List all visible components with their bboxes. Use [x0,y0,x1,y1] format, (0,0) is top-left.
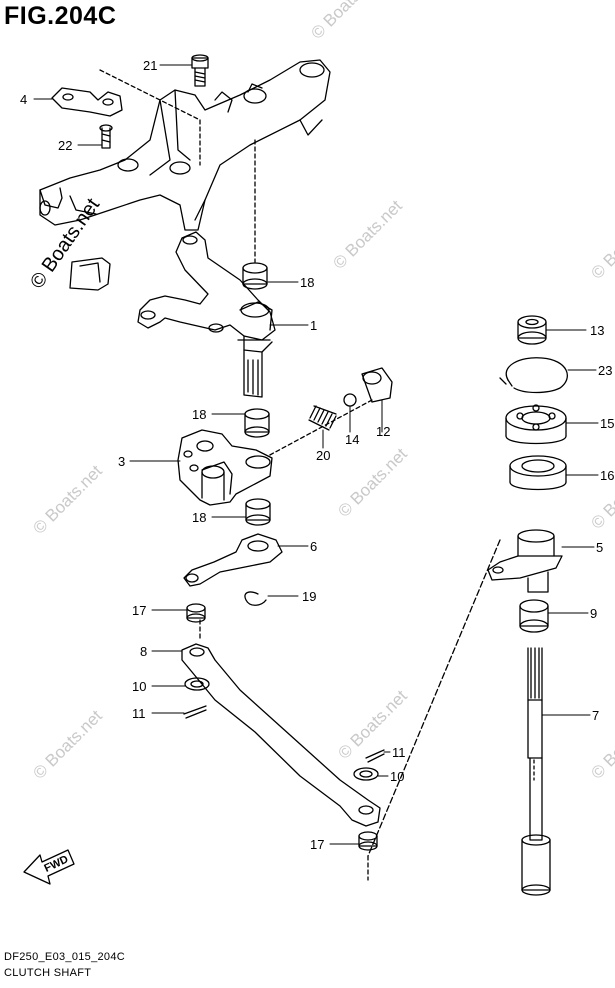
callout-18-b: 18 [192,407,206,422]
callout-5: 5 [596,540,603,555]
callout-23: 23 [598,363,612,378]
footer-diagram-name: CLUTCH SHAFT [4,967,92,979]
callout-labels: 21 4 22 18 1 13 23 15 16 18 3 20 14 12 1… [20,58,614,852]
part-23-snap-ring-ends [499,377,513,387]
watermark-main: © Boats.net [26,194,104,293]
callout-21: 21 [143,58,157,73]
part-5-holder [487,529,563,593]
watermark-5: © Boats.net [29,706,106,783]
part-22-screw [99,124,113,149]
callout-19: 19 [302,589,316,604]
callout-11-b: 11 [392,745,406,760]
watermark-3: © Boats.net [334,444,411,521]
part-17-bushing-upper [186,603,206,623]
part-12-sleeve [361,367,393,403]
callout-6: 6 [310,539,317,554]
watermark-1: © Boats.net [307,0,384,43]
part-18-collar-mid [244,408,270,438]
part-18-collar-lower [245,498,271,526]
callout-1: 1 [310,318,317,333]
callout-16: 16 [600,468,614,483]
part-3-cam-block [177,429,273,506]
wire-clip [69,257,111,291]
part-11-pin-lower [365,749,385,763]
callout-8: 8 [140,644,147,659]
callout-17-b: 17 [310,837,324,852]
callout-11-a: 11 [132,706,146,721]
footer-diagram-code: DF250_E03_015_204C [4,951,125,963]
part-4-clip-plate [51,87,123,117]
callout-15: 15 [600,416,614,431]
watermark-2: © Boats.net [329,196,406,273]
callout-12: 12 [376,424,390,439]
callout-18-c: 18 [192,510,206,525]
part-10-washer-upper [184,677,210,691]
callout-9: 9 [590,606,597,621]
figure-title: FIG.204C [4,2,117,30]
part-15-bearing [505,404,567,445]
part-10-washer-lower [353,767,379,781]
callout-14: 14 [345,432,359,447]
watermark-4: © Boats.net [29,461,106,538]
part-6-lever [183,533,283,587]
callout-13: 13 [590,323,604,338]
part-21-bolt [191,54,209,87]
callout-17-a: 17 [132,603,146,618]
callout-4: 4 [20,92,27,107]
callout-10-a: 10 [132,679,146,694]
watermark-7: © Boats.net [587,206,615,283]
part-23-snap-ring [505,357,568,394]
part-9-bushing [519,599,549,633]
callout-22: 22 [58,138,72,153]
callout-10-b: 10 [390,769,404,784]
part-1-shift-arm [137,231,276,398]
callout-7: 7 [592,708,599,723]
part-14-ball [343,393,357,407]
callout-18-a: 18 [300,275,314,290]
fwd-arrow [23,849,75,885]
shift-bracket [39,59,331,231]
part-19-circlip [244,591,267,606]
part-18-collar-upper [242,262,268,290]
callout-3: 3 [118,454,125,469]
part-20-spring [308,405,337,431]
leader-lines [33,64,599,845]
part-8-link-rod [181,643,381,827]
part-11-pin-upper [183,705,207,719]
part-13-plug [517,315,547,345]
callout-20: 20 [316,448,330,463]
part-7-clutch-shaft [521,647,551,896]
part-16-seal [509,455,567,491]
